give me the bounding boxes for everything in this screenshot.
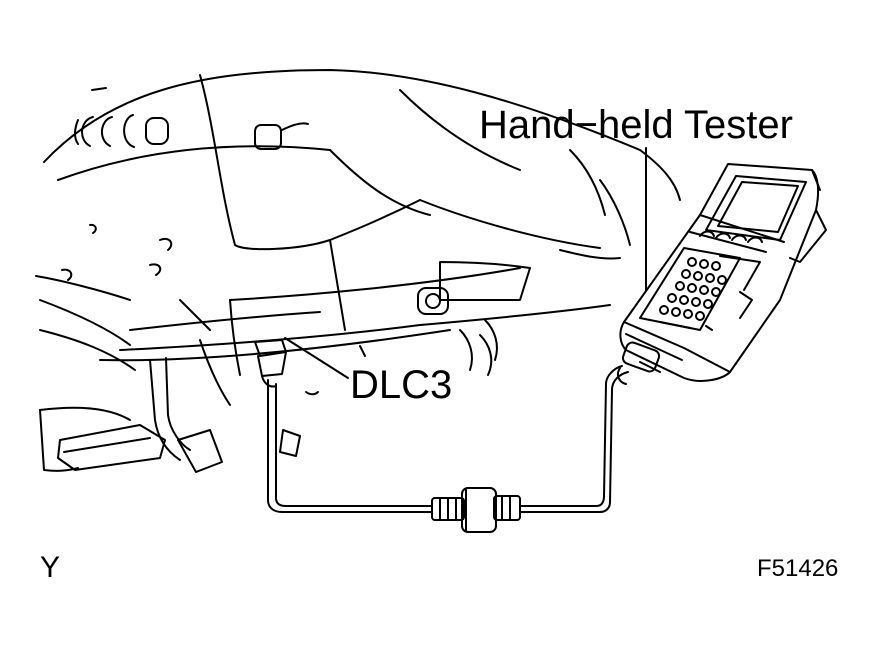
dlc3-leader-line: [284, 337, 349, 379]
lower-panel: [39, 339, 366, 472]
hand-held-tester-label: Hand−held Tester: [479, 103, 793, 147]
hand-held-tester: [617, 163, 827, 385]
tester-cable: [267, 365, 629, 513]
dlc3-label: DLC3: [350, 363, 453, 407]
view-code-label: Y: [40, 551, 61, 584]
tester-keypad: [639, 247, 761, 331]
cable-adapter: [431, 487, 521, 533]
cluster-knobs: [74, 87, 309, 150]
column-cover: [61, 223, 498, 376]
tester-cable-plug: [617, 341, 661, 385]
brake-pedal: [57, 357, 223, 473]
dashboard-outline: [35, 69, 681, 376]
figure-id-label: F51426: [757, 555, 839, 582]
